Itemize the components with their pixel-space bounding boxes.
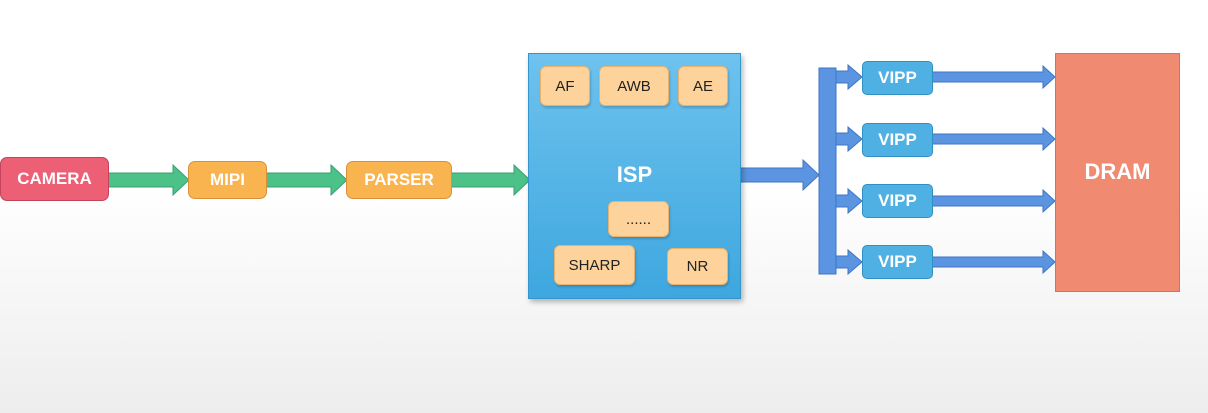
isp-module-ellipsis: ...... [608,201,669,237]
isp-module-sharp: SHARP [554,245,635,285]
isp-module-nr: NR [667,248,728,285]
vipp-node: VIPP [862,123,933,157]
vipp-node: VIPP [862,61,933,95]
arrow-vipp-2-to-dram [931,126,1056,152]
isp-title: ISP [616,162,653,187]
arrow-bus-to-vipp-3 [835,187,863,215]
arrow-vipp-3-to-dram [931,188,1056,214]
camera-node: CAMERA [0,157,109,201]
arrow-bus-to-vipp-1 [835,63,863,91]
arrow-mipi-to-parser [265,163,348,197]
isp-module-ae: AE [678,66,728,106]
arrow-isp-to-bus [739,158,820,192]
isp-module-awb: AWB [599,66,669,106]
arrow-vipp-4-to-dram [931,249,1056,275]
arrow-vipp-1-to-dram [931,64,1056,90]
vipp-node: VIPP [862,184,933,218]
mipi-node: MIPI [188,161,267,199]
vipp-node: VIPP [862,245,933,279]
dram-node: DRAM [1055,53,1180,292]
arrow-parser-to-isp [450,163,531,197]
isp-module-af: AF [540,66,590,106]
parser-node: PARSER [346,161,452,199]
arrow-bus-to-vipp-2 [835,125,863,153]
arrow-camera-to-mipi [107,163,190,197]
arrow-bus-to-vipp-4 [835,248,863,276]
distribution-bus [818,67,837,275]
